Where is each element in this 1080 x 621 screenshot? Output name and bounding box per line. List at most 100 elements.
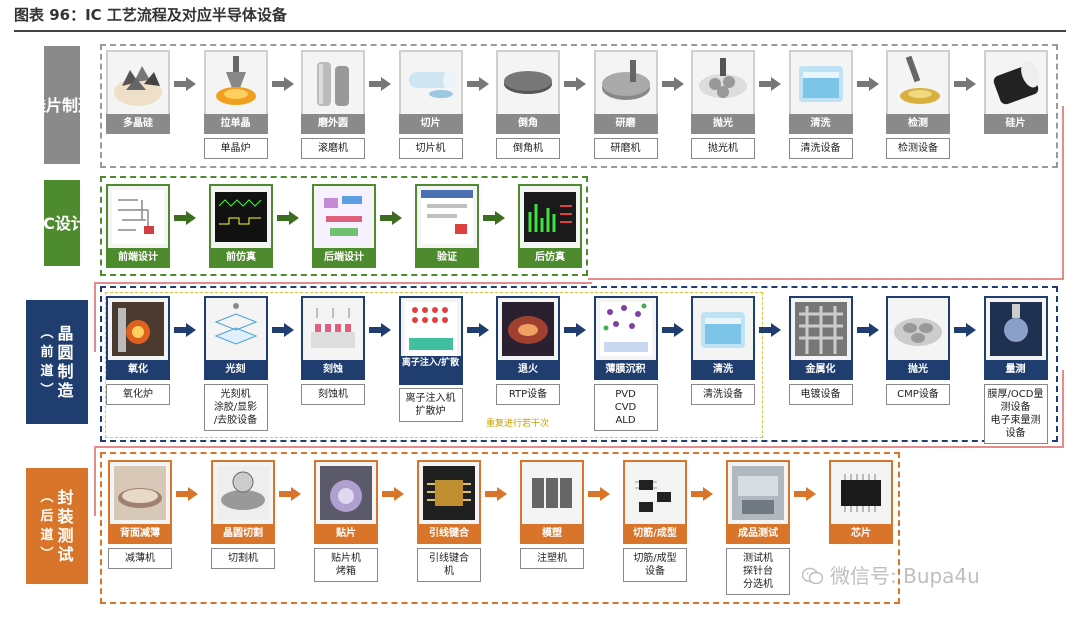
flow-arrow-icon — [174, 322, 196, 337]
equipment-box: 滚磨机 — [301, 138, 365, 159]
equipment-line: 机 — [444, 566, 454, 577]
equipment-line: 扩散炉 — [415, 406, 446, 417]
step-label: 清洗 — [691, 360, 755, 380]
step-front: 清洗清洗设备 — [691, 296, 755, 405]
row-label-front: ︵前道︶晶圆制造 — [26, 300, 88, 424]
flow-arrow-icon — [466, 76, 489, 91]
equipment-line: 切筋/成型 — [633, 553, 677, 564]
row-label-package: ︵后道︶封装测试 — [26, 468, 88, 584]
flow-arrow-icon — [271, 322, 294, 337]
step-front: 离子注入/扩散离子注入机扩散炉 — [398, 296, 463, 422]
flow-arrow-icon — [466, 322, 489, 337]
step-label: 切筋/成型 — [623, 524, 687, 544]
equipment-line: 测试机 — [743, 553, 773, 564]
equipment-line: 电子束量测 — [990, 415, 1041, 426]
inspection-probe-icon — [886, 50, 950, 116]
step-front: 量测膜厚/OCD量测设备电子束量测设备 — [983, 296, 1048, 444]
flow-arrow-icon — [483, 210, 505, 225]
equipment-line: 倒角机 — [513, 143, 543, 154]
equipment-line: 刻蚀机 — [318, 389, 348, 400]
equipment-box: 电镀设备 — [788, 384, 853, 405]
equipment-line: 切割机 — [228, 553, 258, 564]
equipment-line: 探针台 — [743, 566, 773, 577]
equipment-line: 单晶炉 — [220, 143, 251, 154]
equipment-line: PVD — [615, 389, 636, 400]
oxidation-furnace-icon — [106, 296, 170, 362]
step-label: 切片 — [398, 114, 463, 134]
waveform-screen-icon — [209, 184, 273, 250]
step-label: 倒角 — [496, 114, 560, 134]
flow-arrow-icon — [277, 210, 299, 225]
flow-connector — [588, 278, 1064, 280]
front-row-frame — [100, 286, 1058, 442]
flow-arrow-icon — [564, 76, 586, 91]
step-silicon: 拉单晶单晶炉 — [203, 50, 268, 159]
equipment-line: 滚磨机 — [318, 143, 348, 154]
cleaning-tank-icon — [788, 50, 853, 116]
step-label: 验证 — [415, 248, 479, 268]
equipment-box: 清洗设备 — [691, 384, 755, 405]
step-label: 硅片 — [983, 114, 1048, 134]
equipment-box: 单晶炉 — [203, 138, 268, 159]
flow-arrow-icon — [794, 486, 816, 501]
cleaning-tank-icon — [691, 296, 755, 362]
flow-arrow-icon — [856, 322, 879, 337]
flow-connector — [94, 446, 96, 516]
equipment-line: 贴片机 — [331, 553, 361, 564]
step-front: 氧化氧化炉 — [106, 296, 170, 405]
equipment-box: 贴片机烤箱 — [314, 548, 378, 582]
step-silicon: 抛光抛光机 — [691, 50, 755, 159]
equipment-line: 引线键合 — [429, 553, 469, 564]
step-label: 晶圆切割 — [211, 524, 275, 544]
step-package: 切筋/成型切筋/成型设备 — [623, 460, 687, 582]
flow-arrow-icon — [369, 76, 391, 91]
step-label: 前仿真 — [209, 248, 273, 268]
equipment-box: 离子注入机扩散炉 — [398, 388, 463, 422]
flow-arrow-icon — [661, 322, 684, 337]
simulation-screen-icon — [518, 184, 582, 250]
molding-icon — [520, 460, 584, 526]
polishing-icon — [691, 50, 755, 116]
flow-arrow-icon — [759, 76, 781, 91]
equipment-box: 倒角机 — [496, 138, 560, 159]
step-label: 成品测试 — [726, 524, 790, 544]
flow-arrow-icon — [174, 210, 196, 225]
step-label: 后端设计 — [312, 248, 376, 268]
flow-connector — [1062, 370, 1064, 446]
equipment-line: 烤箱 — [336, 566, 356, 577]
lithography-icon — [203, 296, 268, 362]
step-design: 后端设计 — [312, 184, 376, 270]
step-label: 离子注入/扩散 — [398, 356, 463, 385]
flow-arrow-icon — [856, 76, 879, 91]
equipment-line: 电镀设备 — [800, 389, 841, 400]
equipment-box: CMP设备 — [886, 384, 950, 405]
equipment-box: 注塑机 — [520, 548, 584, 569]
equipment-line: RTP设备 — [508, 389, 548, 400]
step-silicon: 研磨研磨机 — [593, 50, 658, 159]
step-label: 刻蚀 — [301, 360, 365, 380]
equipment-box: 切割机 — [211, 548, 275, 569]
step-label: 前端设计 — [106, 248, 170, 268]
row-label-silicon: 硅片制造 — [30, 46, 94, 164]
equipment-box: 研磨机 — [593, 138, 658, 159]
step-label: 检测 — [886, 114, 950, 134]
wafer-slicing-icon — [398, 50, 463, 116]
step-front: 金属化电镀设备 — [788, 296, 853, 405]
wechat-icon — [801, 566, 824, 584]
flow-arrow-icon — [661, 76, 684, 91]
step-label: 芯片 — [829, 524, 893, 544]
equipment-line: 抛光机 — [708, 143, 738, 154]
equipment-line: ALD — [615, 415, 636, 426]
annealing-icon — [496, 296, 560, 362]
step-label: 量测 — [983, 360, 1048, 380]
step-silicon: 倒角倒角机 — [496, 50, 560, 159]
step-silicon: 清洗清洗设备 — [788, 50, 853, 159]
equipment-line: 设备 — [1005, 428, 1026, 439]
equipment-line: 光刻机 — [220, 389, 251, 400]
crystal-pulling-icon — [203, 50, 268, 116]
step-label: 后仿真 — [518, 248, 582, 268]
step-label: 金属化 — [788, 360, 853, 380]
equipment-box: 膜厚/OCD量测设备电子束量测设备 — [983, 384, 1048, 444]
title-divider — [14, 30, 1066, 32]
